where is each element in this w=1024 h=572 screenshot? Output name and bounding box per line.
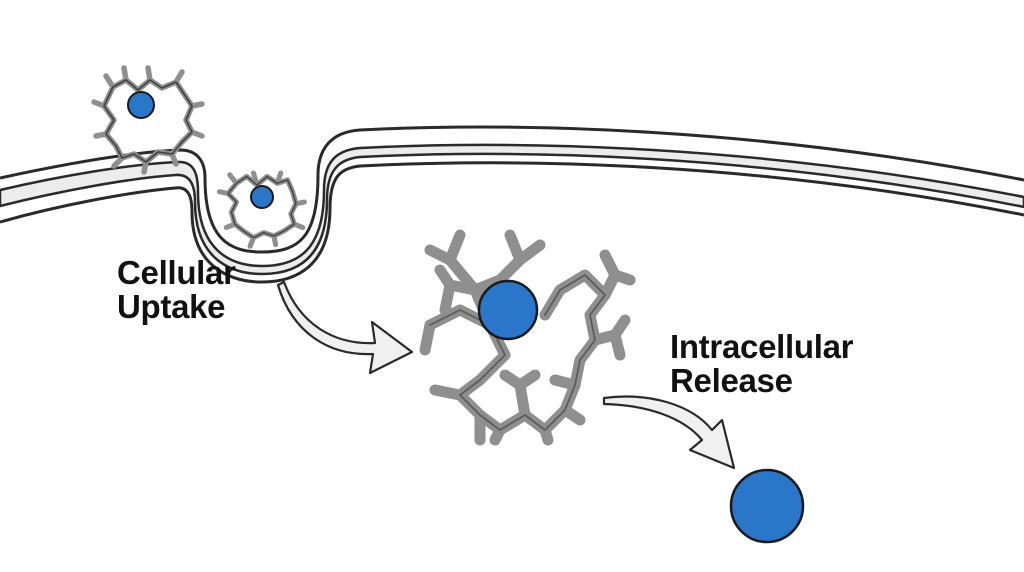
process-arrow-icon bbox=[276, 280, 414, 375]
cargo-molecule-icon bbox=[250, 185, 274, 209]
cargo-molecule-icon bbox=[729, 468, 805, 544]
intracellular-release-label: Intracellular Release bbox=[670, 330, 853, 398]
label-line: Release bbox=[670, 362, 793, 399]
carrier-complex-icon bbox=[216, 170, 308, 249]
cargo-molecule-icon bbox=[127, 91, 155, 119]
cellular-uptake-label: Cellular Uptake bbox=[117, 256, 236, 324]
label-line: Cellular bbox=[117, 254, 236, 291]
cargo-molecule-icon bbox=[477, 279, 539, 341]
carrier-complex-icon bbox=[91, 65, 205, 175]
label-line: Intracellular bbox=[670, 328, 854, 365]
process-arrow-icon bbox=[602, 395, 736, 470]
cell-membrane bbox=[0, 125, 1024, 284]
carrier-complex-icon bbox=[419, 229, 636, 446]
label-line: Uptake bbox=[117, 288, 226, 325]
